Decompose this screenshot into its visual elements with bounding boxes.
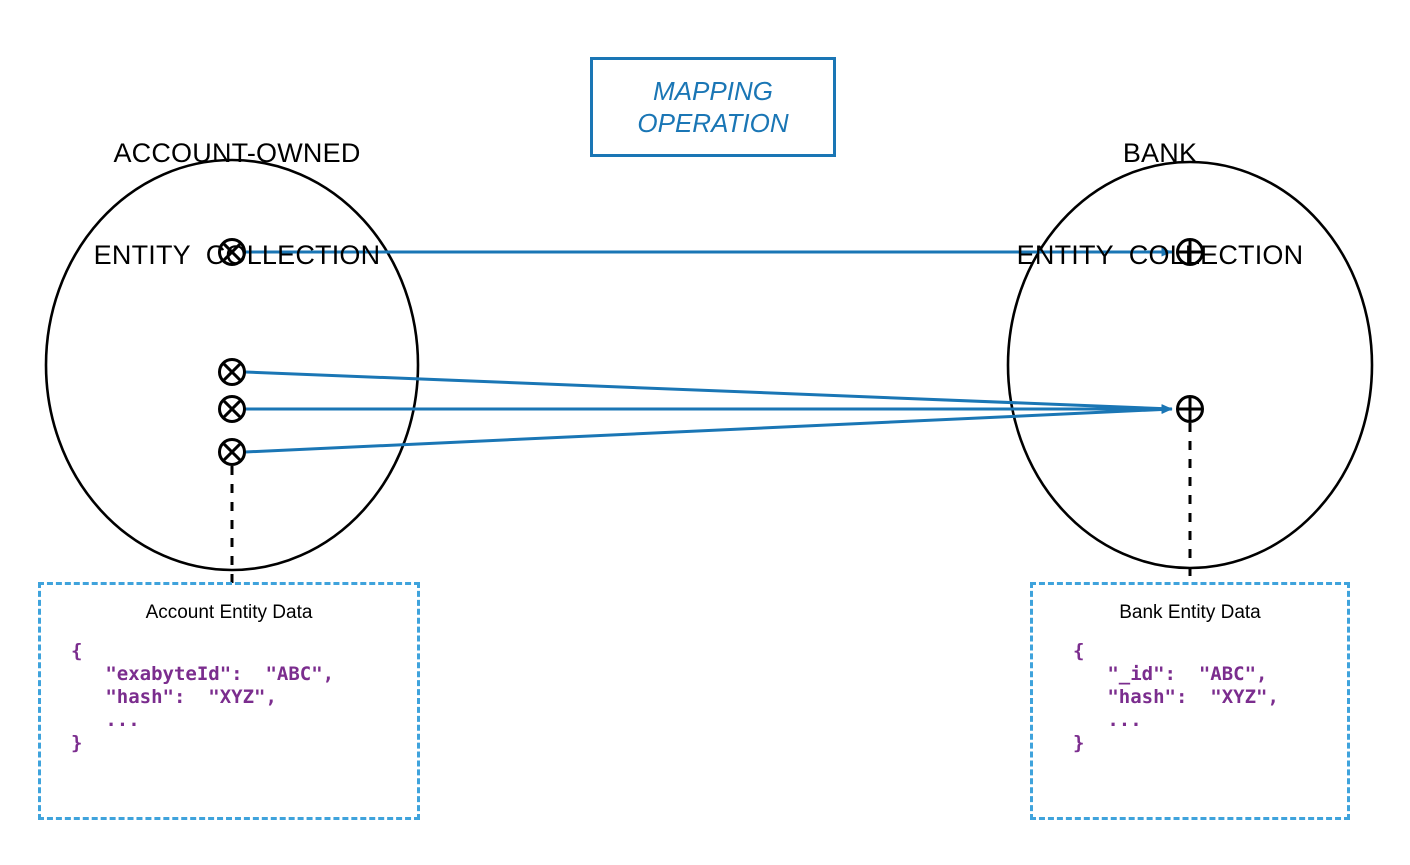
mapping-operation-line1: MAPPING: [653, 76, 773, 106]
mapping-operation-box[interactable]: MAPPING OPERATION: [590, 57, 836, 157]
account-entity-data-panel: Account Entity Data { "exabyteId": "ABC"…: [38, 582, 420, 820]
mapping-operation-line2: OPERATION: [637, 108, 789, 138]
bank-entity-data-caption: Bank Entity Data: [1119, 602, 1261, 623]
left-entity-nodes: [218, 238, 246, 466]
mapping-arrow-4: [244, 404, 1173, 454]
circled-plus-icon[interactable]: [1176, 238, 1204, 266]
right-entity-nodes: [1176, 238, 1204, 423]
right-collection-title: BANK ENTITY COLLECTION: [965, 68, 1355, 340]
circled-times-icon[interactable]: [218, 358, 246, 386]
right-collection-title-line1: BANK: [1122, 138, 1198, 168]
circled-times-icon[interactable]: [218, 438, 246, 466]
account-entity-data-caption: Account Entity Data: [145, 602, 313, 623]
circled-times-icon[interactable]: [218, 238, 246, 266]
circled-plus-icon[interactable]: [1176, 395, 1204, 423]
account-entity-json: { "exabyteId": "ABC", "hash": "XYZ", ...…: [71, 640, 335, 754]
left-collection-title: ACCOUNT-OWNED ENTITY COLLECTION: [42, 68, 432, 340]
left-collection-title-line1: ACCOUNT-OWNED: [113, 138, 361, 168]
right-collection-title-line2: ENTITY COLLECTION: [1016, 240, 1304, 270]
left-collection-ellipse: [44, 158, 420, 572]
mapping-arrows: [244, 247, 1173, 454]
left-collection-title-line2: ENTITY COLLECTION: [93, 240, 381, 270]
bank-entity-json: { "_id": "ABC", "hash": "XYZ", ... }: [1073, 640, 1279, 754]
circled-times-icon[interactable]: [218, 395, 246, 423]
mapping-arrow-2: [244, 370, 1173, 414]
bank-entity-data-panel: Bank Entity Data { "_id": "ABC", "hash":…: [1030, 582, 1350, 820]
